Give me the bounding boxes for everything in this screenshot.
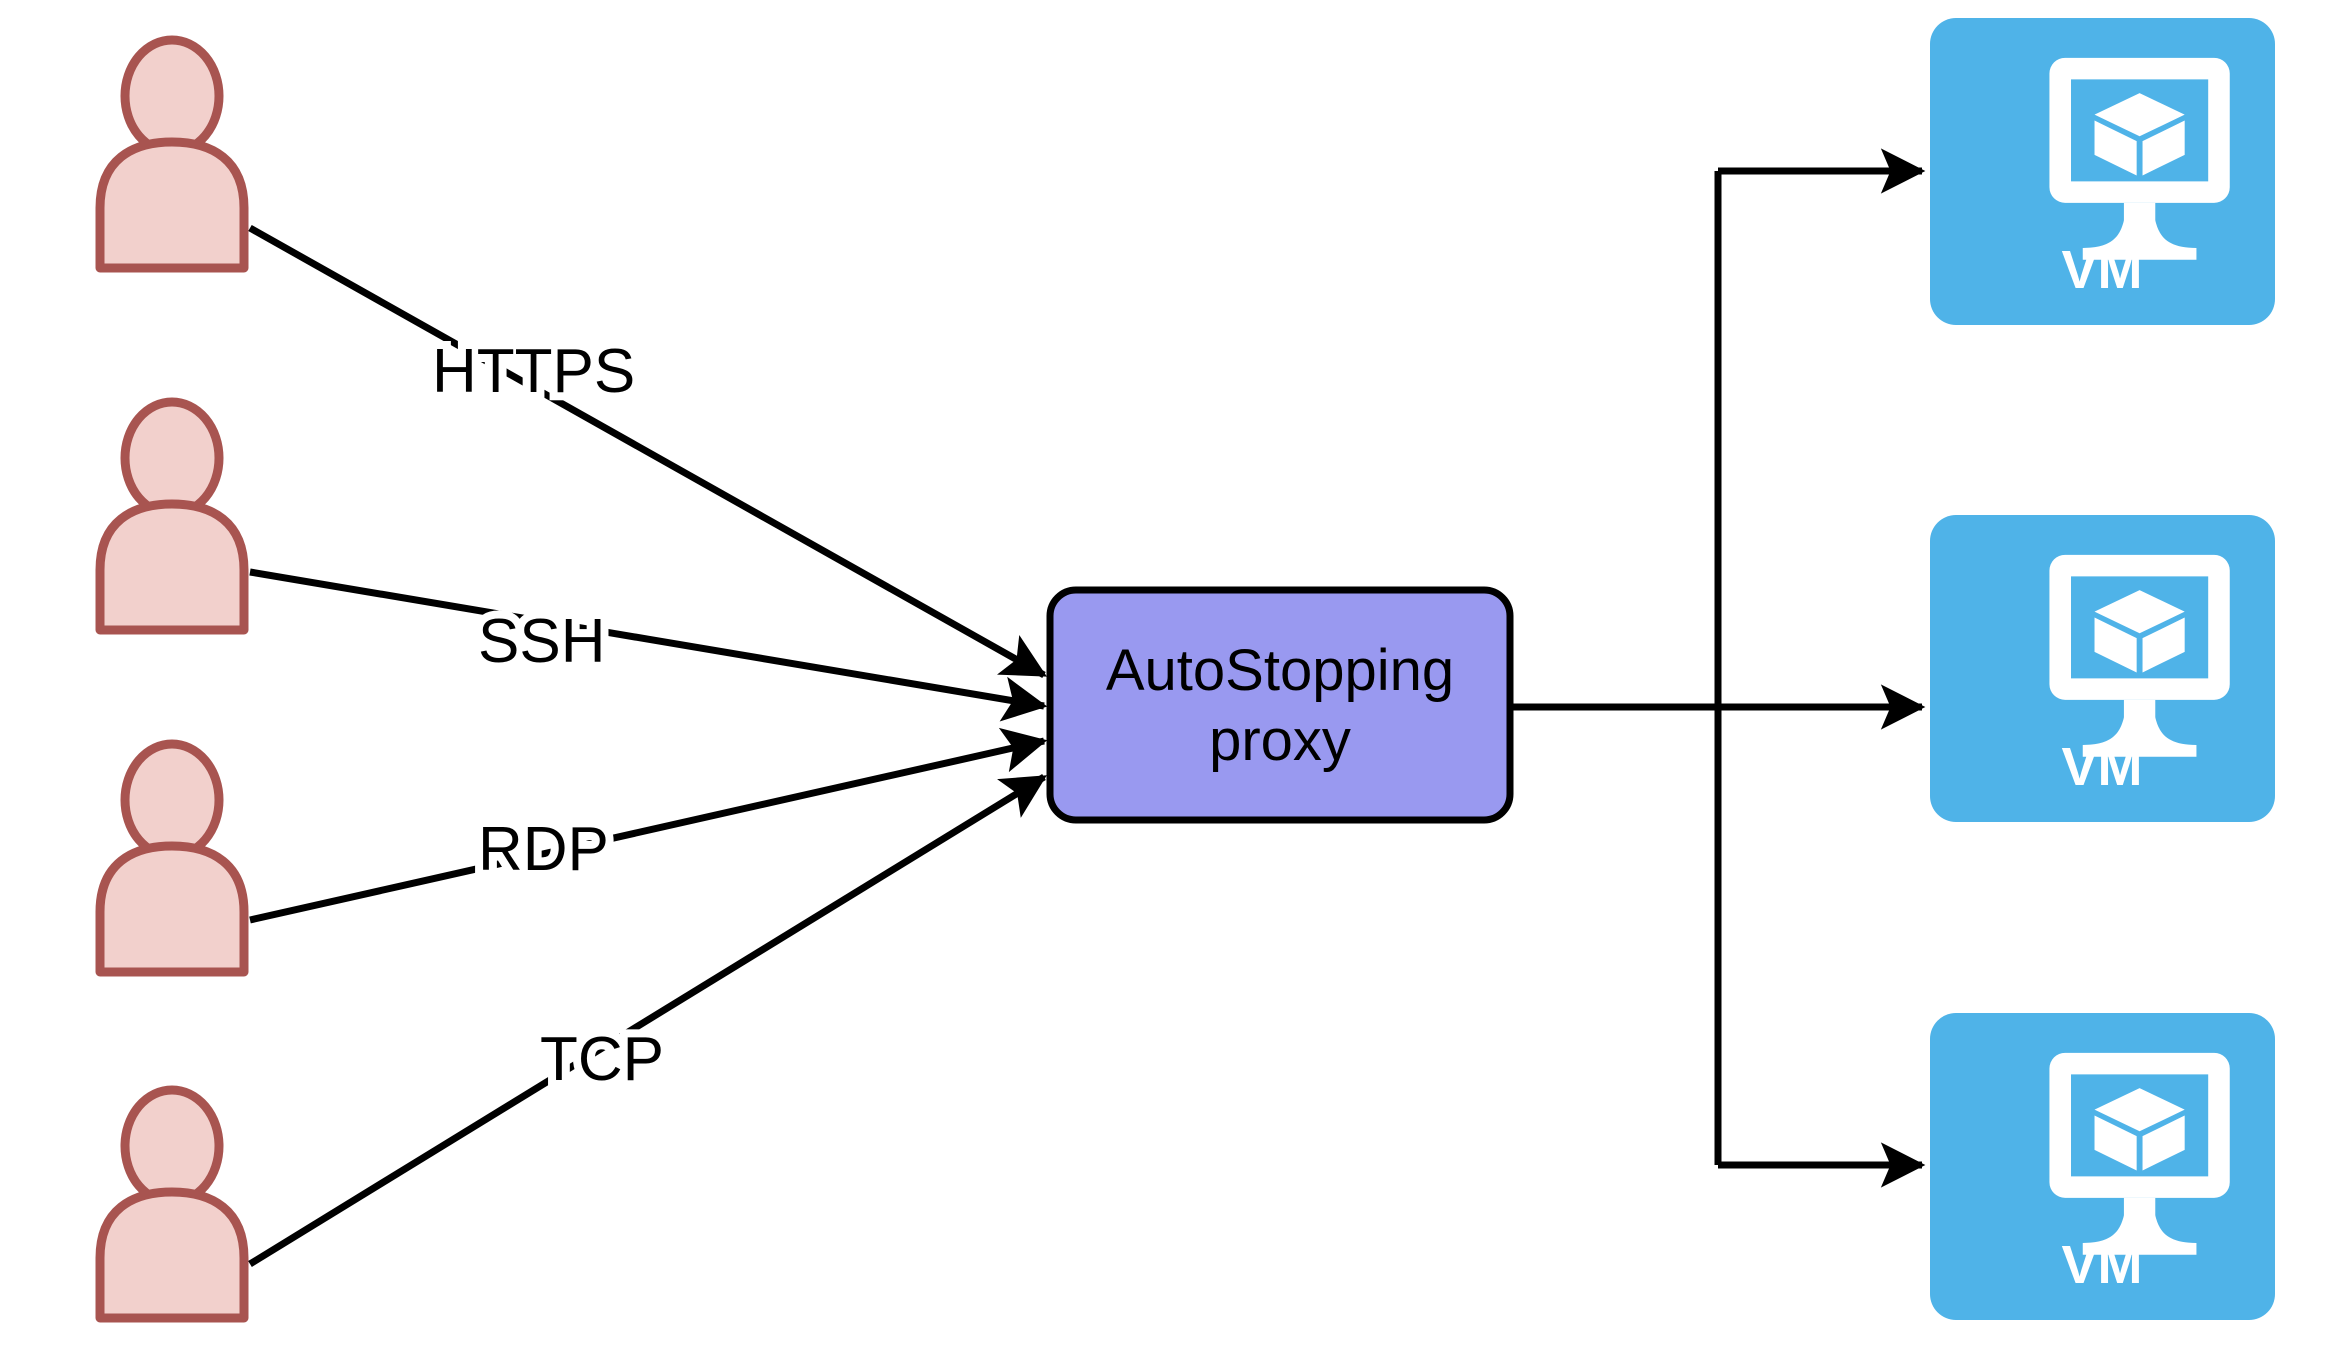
connector-label-tcp: TCP: [532, 1017, 672, 1102]
actor-4[interactable]: [100, 1090, 244, 1318]
vm-node-1[interactable]: VM: [1930, 18, 2275, 325]
connector-ssh: [249, 568, 1048, 722]
connector-label-https-text: HTTPS: [432, 337, 635, 406]
vm-label-3: VM: [2062, 1235, 2143, 1295]
vm-node-2[interactable]: VM: [1930, 515, 2275, 822]
connector-label-https: HTTPS: [424, 329, 643, 414]
proxy-label-line1: AutoStopping: [1106, 638, 1454, 703]
vm-label-2: VM: [2062, 737, 2143, 797]
proxy-label-line2: proxy: [1209, 708, 1351, 773]
connector-label-rdp: RDP: [470, 807, 617, 892]
actor-3[interactable]: [100, 744, 244, 972]
vm-node-3[interactable]: VM: [1930, 1013, 2275, 1320]
actor-2[interactable]: [100, 402, 244, 630]
vm-label-1: VM: [2062, 240, 2143, 300]
connector-label-rdp-text: RDP: [478, 815, 609, 884]
autostopping-proxy-node[interactable]: AutoStopping proxy: [1046, 586, 1514, 824]
connector-rdp: [249, 727, 1048, 924]
connector-tcp: [248, 774, 1047, 1267]
actor-1[interactable]: [100, 40, 244, 268]
connector-label-tcp-text: TCP: [540, 1025, 664, 1094]
connector-https: [248, 224, 1047, 679]
connector-label-ssh: SSH: [470, 599, 613, 684]
proxy-box[interactable]: [1046, 586, 1514, 824]
connector-label-ssh-text: SSH: [478, 607, 605, 676]
